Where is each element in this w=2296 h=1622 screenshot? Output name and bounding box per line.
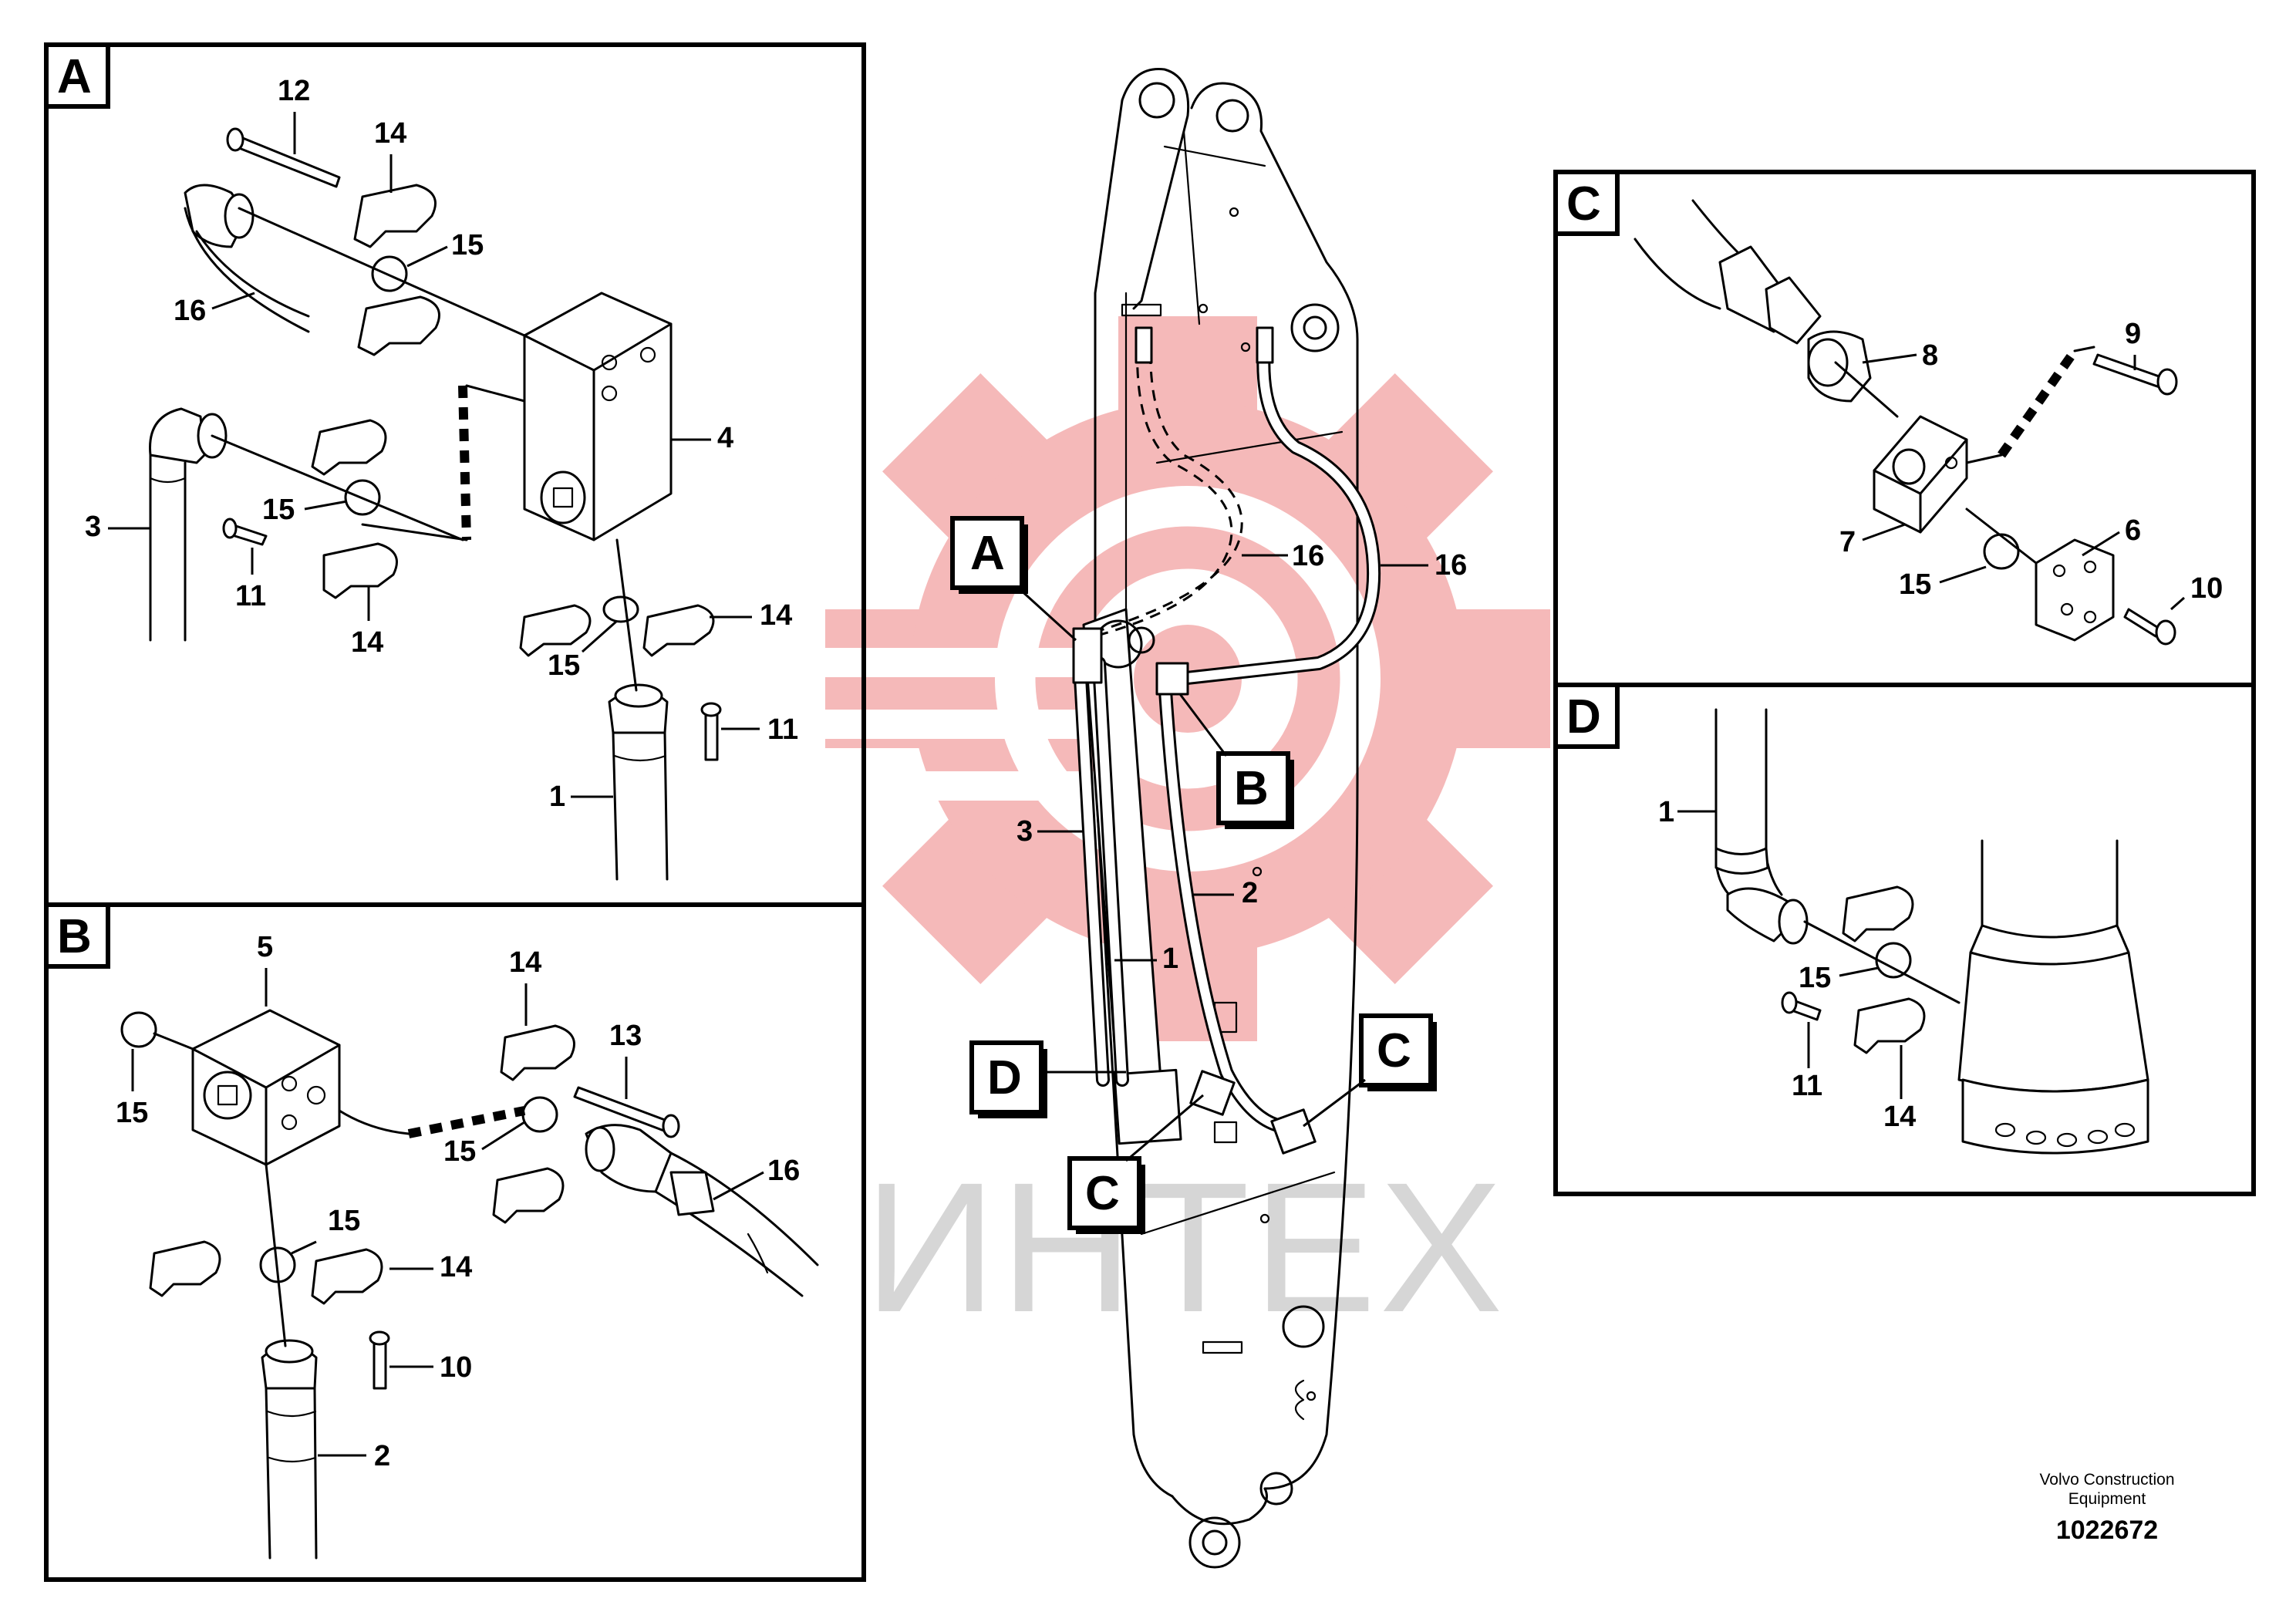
c-num-9: 9	[2125, 318, 2141, 350]
boom-callout-c-right: C	[1303, 1013, 1437, 1128]
a-num-15-low: 15	[548, 649, 580, 682]
boom-callout-b: B	[1178, 693, 1294, 829]
c-num-8: 8	[1922, 339, 1938, 372]
boom-callout-d: D	[969, 1040, 1126, 1118]
a-num-16: 16	[174, 295, 206, 327]
b-num-5: 5	[257, 931, 273, 963]
boom-callout-c-left: C	[1067, 1094, 1204, 1234]
boom-num-16a: 16	[1292, 540, 1324, 572]
svg-text:D: D	[987, 1051, 1022, 1104]
panel-a-label: A	[57, 50, 92, 103]
svg-text:A: A	[970, 527, 1005, 580]
manufacturer-line-2: Equipment	[2068, 1490, 2146, 1508]
panel-c-label: C	[1566, 177, 1601, 231]
boom-arm	[1072, 68, 1381, 1569]
svg-text:C: C	[1377, 1024, 1411, 1077]
a-num-14-top: 14	[374, 117, 406, 150]
a-num-11-left: 11	[235, 580, 266, 612]
b-num-14-low: 14	[440, 1251, 472, 1283]
boom-num-1: 1	[1162, 943, 1178, 975]
a-num-14-right: 14	[760, 599, 792, 632]
manufacturer-line-1: Volvo Construction	[2039, 1471, 2174, 1489]
boom-num-2: 2	[1242, 877, 1258, 909]
c-num-10: 10	[2190, 572, 2223, 605]
c-num-7: 7	[1839, 526, 1856, 558]
a-num-15-top: 15	[451, 229, 484, 261]
panel-b: B	[44, 902, 866, 1582]
footer: Volvo Construction Equipment 1022672	[2039, 1471, 2174, 1545]
b-num-10: 10	[440, 1351, 472, 1384]
a-num-12: 12	[278, 75, 310, 107]
svg-text:B: B	[1234, 762, 1269, 815]
d-num-1: 1	[1658, 796, 1674, 828]
c-num-15: 15	[1899, 568, 1931, 601]
panel-d-label: D	[1566, 690, 1601, 744]
boom-num-3: 3	[1017, 815, 1033, 848]
b-num-14-top: 14	[509, 946, 541, 979]
boom-num-16b: 16	[1435, 549, 1467, 582]
watermark-text: ИНТЕХ	[864, 1144, 1506, 1351]
boom-callout-a: A	[950, 516, 1077, 642]
a-num-15-mid: 15	[262, 494, 295, 526]
panel-c: C 8 9 6 7 15	[1553, 170, 2256, 687]
panel-d: D 1 15 11 14	[1553, 683, 2256, 1196]
d-num-15: 15	[1799, 962, 1831, 994]
d-num-11: 11	[1792, 1070, 1822, 1102]
a-num-11-right: 11	[767, 713, 798, 746]
b-num-13: 13	[609, 1020, 642, 1052]
a-num-1: 1	[549, 781, 565, 813]
d-num-14: 14	[1883, 1101, 1916, 1133]
panel-a: A	[44, 42, 866, 907]
b-num-2: 2	[374, 1440, 390, 1472]
panel-b-label: B	[57, 910, 92, 963]
b-num-15-mid: 15	[443, 1135, 476, 1168]
a-num-14-mid: 14	[351, 626, 383, 659]
b-num-15-left: 15	[116, 1097, 148, 1129]
c-num-6: 6	[2125, 514, 2141, 547]
b-num-15-low: 15	[328, 1205, 360, 1237]
svg-text:C: C	[1085, 1167, 1120, 1220]
document-number: 1022672	[2056, 1516, 2158, 1545]
b-num-16: 16	[767, 1155, 800, 1187]
a-num-3: 3	[85, 511, 101, 543]
a-num-4: 4	[717, 422, 733, 454]
